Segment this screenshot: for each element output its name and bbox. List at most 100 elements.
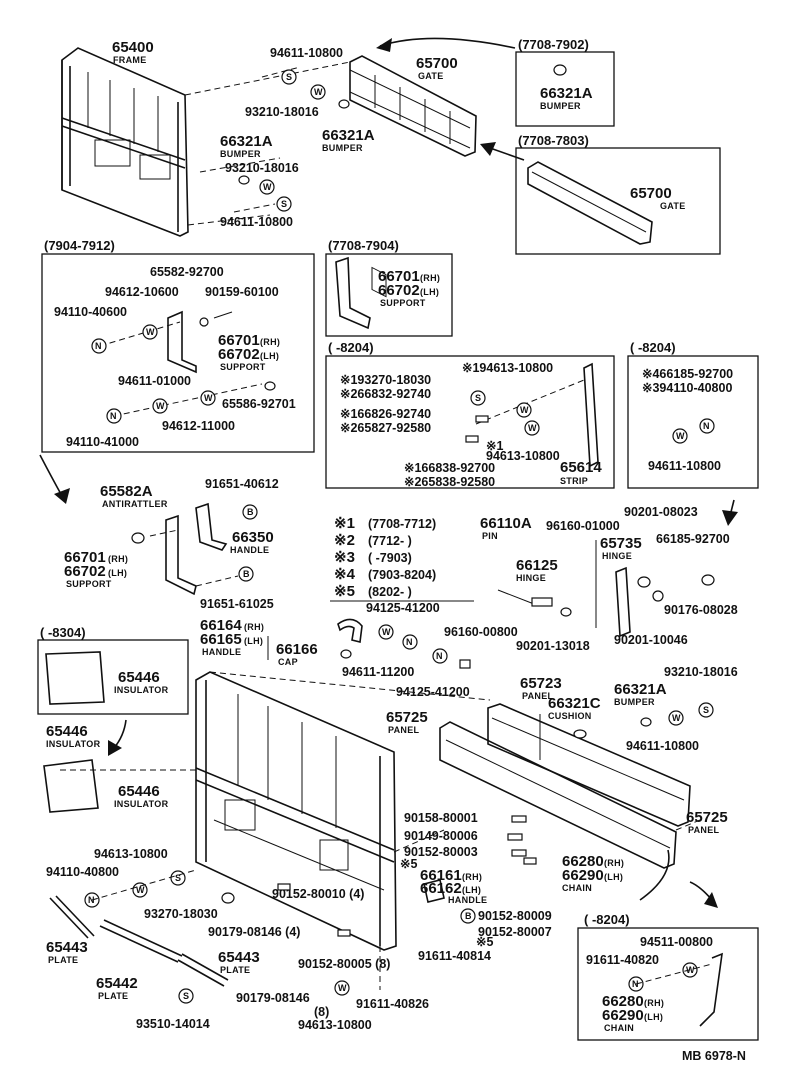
part-91651-61025: 91651-61025 — [200, 597, 274, 611]
washer-w-top2: W — [259, 179, 275, 195]
part-90149-80006: 90149-80006 — [404, 829, 478, 843]
part-65735: 65735 — [600, 535, 642, 552]
range-8204-c: ( -8204) — [584, 912, 630, 927]
part-94613-10800-c: 94613-10800 — [298, 1018, 372, 1032]
washer-w-strip1: W — [516, 402, 532, 418]
svg-text:N: N — [88, 895, 95, 905]
svg-text:S: S — [281, 199, 287, 209]
label-panel-b: PANEL — [388, 725, 420, 735]
svg-text:N: N — [632, 979, 639, 989]
part-93210-18016-a: 93210-18016 — [245, 105, 319, 119]
part-94613-10800-b: 94613-10800 — [94, 847, 168, 861]
label-hinge-b: HINGE — [516, 573, 546, 583]
count-8: (8) — [314, 1005, 329, 1019]
svg-text:※5: ※5 — [334, 583, 355, 600]
svg-text:W: W — [676, 431, 685, 441]
label-insulator-b: INSULATOR — [46, 739, 101, 749]
part-66701-c: 66701 — [64, 549, 106, 566]
label-panel-a: PANEL — [522, 691, 554, 701]
part-66164: 66164 — [200, 617, 242, 634]
svg-text:※2: ※2 — [334, 532, 355, 549]
part-s394110: ※394110-40800 — [642, 381, 732, 395]
part-90201-08023: 90201-08023 — [624, 505, 698, 519]
svg-text:W: W — [382, 627, 391, 637]
part-90152-80007: 90152-80007 — [478, 925, 552, 939]
label-panel-c: PANEL — [688, 825, 720, 835]
svg-text:(7708-7712): (7708-7712) — [368, 517, 436, 531]
washer-s-plate: S — [178, 988, 194, 1004]
part-65582a: 65582A — [100, 483, 153, 500]
part-s266832: ※266832-92740 — [340, 387, 431, 401]
washer-n-handle2: N — [432, 648, 448, 664]
washer-n-7904b: N — [106, 408, 122, 424]
label-support-a: SUPPORT — [220, 362, 266, 372]
svg-text:S: S — [175, 873, 181, 883]
box-7708-7904 — [325, 253, 453, 337]
svg-text:B: B — [247, 507, 254, 517]
part-65446-a: 65446 — [118, 669, 160, 686]
part-94611-11200: 94611-11200 — [342, 665, 414, 679]
part-91611-40826: 91611-40826 — [356, 997, 429, 1011]
part-66280-b: 66280 — [602, 993, 644, 1010]
part-94110-40800: 94110-40800 — [46, 865, 119, 879]
svg-text:B: B — [243, 569, 250, 579]
part-96160-01000: 96160-01000 — [546, 519, 620, 533]
legend: ※1(7708-7712) ※2(7712- ) ※3( -7903) ※4(7… — [330, 515, 474, 602]
part-90152-80010: 90152-80010 (4) — [272, 887, 364, 901]
label-insulator-a: INSULATOR — [114, 685, 169, 695]
label-cap: CAP — [278, 657, 298, 667]
box-8204-strip — [325, 355, 615, 489]
washer-s-top2: S — [276, 196, 292, 212]
range-8304: ( -8304) — [40, 625, 86, 640]
washer-w-bottom2: W — [334, 980, 350, 996]
washer-n-handle1: N — [402, 634, 418, 650]
part-65723: 65723 — [520, 675, 562, 692]
svg-text:(RH): (RH) — [244, 622, 264, 632]
part-65446-b: 65446 — [46, 723, 88, 740]
range-8204-a: ( -8204) — [328, 340, 374, 355]
svg-text:(RH): (RH) — [644, 998, 664, 1008]
range-8204-b: ( -8204) — [630, 340, 676, 355]
box-7708-7902 — [515, 51, 615, 127]
label-handle-a: HANDLE — [230, 545, 269, 555]
svg-text:(LH): (LH) — [604, 872, 623, 882]
part-65586-92701: 65586-92701 — [222, 397, 296, 411]
svg-text:(7712- ): (7712- ) — [368, 534, 412, 548]
label-chain-b: CHAIN — [604, 1023, 634, 1033]
part-94110-40600: 94110-40600 — [54, 305, 127, 319]
part-65614: 65614 — [560, 459, 602, 476]
part-94611-01000: 94611-01000 — [118, 374, 191, 388]
washer-s-top1: S — [281, 69, 297, 85]
svg-text:W: W — [136, 885, 145, 895]
part-s265827: ※265827-92580 — [340, 421, 431, 435]
washer-w-bottom-r: W — [668, 710, 684, 726]
box-8204-chain — [577, 927, 759, 1041]
part-94125-41200-a: 94125-41200 — [366, 601, 440, 615]
box-7904-7912 — [41, 253, 315, 453]
svg-text:S: S — [703, 705, 709, 715]
svg-text:(LH): (LH) — [244, 636, 263, 646]
svg-text:(RH): (RH) — [420, 273, 440, 283]
part-93210-18016-b: 93210-18016 — [225, 161, 299, 175]
label-plate-a: PLATE — [48, 955, 78, 965]
label-bumper-mid: BUMPER — [322, 143, 363, 153]
label-gate-a: GATE — [418, 71, 444, 81]
part-66701-b: 66701 — [378, 268, 420, 285]
part-90152-80005: 90152-80005 (8) — [298, 957, 390, 971]
label-hinge-a: HINGE — [602, 551, 632, 561]
part-65442: 65442 — [96, 975, 138, 992]
part-66185-92700: 66185-92700 — [656, 532, 730, 546]
label-support-c: SUPPORT — [66, 579, 112, 589]
svg-text:N: N — [703, 421, 710, 431]
washer-b-mid1: B — [242, 504, 258, 520]
part-66702-b: 66702 — [378, 282, 420, 299]
svg-text:( -7903): ( -7903) — [368, 551, 412, 565]
svg-text:W: W — [528, 423, 537, 433]
part-66290-a: 66290 — [562, 867, 604, 884]
washer-b-mid2: B — [238, 566, 254, 582]
part-s265838: ※265838-92580 — [404, 475, 495, 489]
part-93510-14014: 93510-14014 — [136, 1017, 210, 1031]
part-90152-80009: 90152-80009 — [478, 909, 552, 923]
part-90179-08146-b: 90179-08146 — [236, 991, 310, 1005]
svg-text:※4: ※4 — [334, 566, 356, 583]
